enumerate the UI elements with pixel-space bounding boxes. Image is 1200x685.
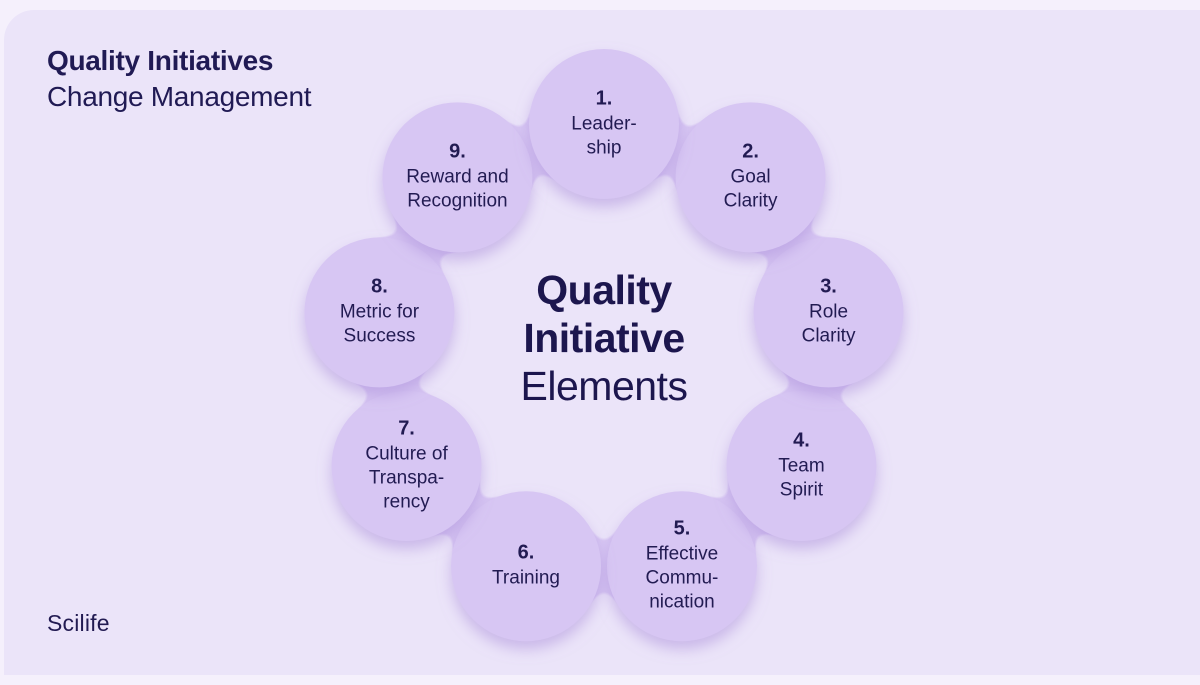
- ring-item-number: 1.: [595, 87, 613, 110]
- ring-item-label: Metric for Success: [339, 301, 420, 347]
- ring-circles: [304, 49, 904, 642]
- ring-item-9: 9. Reward and Recognition: [372, 141, 542, 214]
- page-title: Quality Initiatives: [47, 45, 274, 76]
- ring-node-circle-2: [675, 102, 826, 253]
- ring-item-label: Role Clarity: [801, 301, 856, 347]
- ring-item-label: Team Spirit: [778, 455, 825, 501]
- ring-item-number: 2.: [742, 140, 759, 163]
- ring-item-label: Training: [492, 567, 560, 589]
- ring-item-number: 5.: [673, 517, 691, 540]
- ring-item-label: Effective Commu- nication: [645, 543, 719, 613]
- center-title-line1: Quality: [536, 267, 672, 313]
- header: Quality Initiatives Change Management: [47, 43, 312, 115]
- ring-item-1: 1. Leader- ship: [519, 88, 689, 161]
- ring-node-circle-5: [606, 491, 757, 642]
- ring-item-number: 6.: [517, 541, 535, 564]
- ring-item-label: Culture of Transpa- rency: [365, 443, 448, 513]
- ring-node-circle-6: [451, 491, 602, 642]
- ring-item-label: Reward and Recognition: [406, 166, 509, 212]
- ring-item-number: 7.: [398, 417, 415, 440]
- ring-item-4: 4. Team Spirit: [716, 430, 886, 503]
- ring-item-8: 8. Metric for Success: [294, 276, 464, 349]
- ring-item-number: 8.: [371, 275, 388, 298]
- ring-item-7: 7. Culture of Transpa- rency: [322, 418, 492, 515]
- center-title-line2: Initiative: [523, 315, 685, 361]
- ring-item-5: 5. Effective Commu- nication: [597, 518, 767, 615]
- ring-node-circle-3: [753, 237, 904, 388]
- ring-blob: [304, 49, 904, 642]
- ring-node-circle-7: [331, 391, 482, 541]
- ring-item-3: 3. Role Clarity: [744, 276, 914, 349]
- ring-node-circle-1: [529, 49, 679, 199]
- page-subtitle: Change Management: [47, 81, 312, 112]
- background-panel: Quality Initiatives Change Management Qu…: [4, 10, 1200, 675]
- ring-item-2: 2. Goal Clarity: [666, 141, 836, 214]
- ring-item-number: 3.: [820, 275, 837, 298]
- center-title-line3: Elements: [520, 363, 688, 409]
- ring-item-label: Goal Clarity: [723, 166, 778, 212]
- logo-scilife: Scilife: [47, 610, 110, 636]
- ring-item-number: 4.: [793, 429, 810, 452]
- ring-item-number: 9.: [449, 140, 466, 163]
- center-title: Quality Initiative Elements: [521, 266, 688, 410]
- ring-item-label: Leader- ship: [571, 113, 637, 159]
- ring-node-circle-4: [726, 391, 877, 541]
- ring-node-circle-8: [304, 237, 455, 388]
- ring-node-circle-9: [382, 102, 533, 253]
- ring-item-6: 6. Training: [441, 542, 611, 591]
